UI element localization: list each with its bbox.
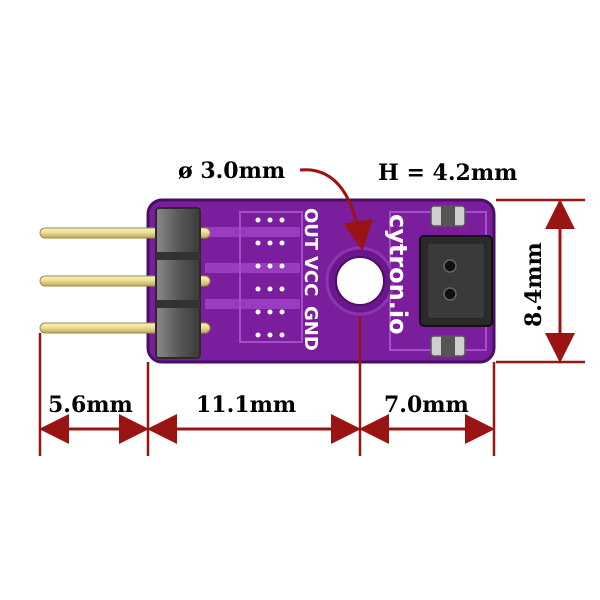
pin-length-label: 5.6mm bbox=[48, 392, 133, 418]
brand-logo-text: cytron.io bbox=[384, 214, 412, 335]
pcb-board bbox=[146, 198, 496, 364]
hole-callout-arrow bbox=[299, 168, 373, 251]
pin-labels: OUT VCC GND bbox=[300, 208, 321, 351]
hole-diameter-label: ø 3.0mm bbox=[178, 158, 285, 184]
sensor-offset-label: 7.0mm bbox=[384, 392, 469, 418]
hole-offset-label: 11.1mm bbox=[196, 392, 296, 418]
sensor-height-label: H = 4.2mm bbox=[378, 160, 517, 186]
detector-lens bbox=[443, 287, 457, 301]
via-grid bbox=[255, 217, 285, 338]
pin-label-vcc: VCC bbox=[300, 256, 321, 296]
pin-header-housing bbox=[155, 207, 201, 359]
pin-label-gnd: GND bbox=[300, 306, 321, 351]
board-height-dimension bbox=[496, 198, 585, 364]
emitter-lens bbox=[443, 259, 457, 273]
reflective-sensor bbox=[419, 205, 493, 357]
mounting-hole bbox=[325, 246, 395, 316]
horizontal-dimension-lines bbox=[38, 316, 496, 456]
board-height-label: 8.4mm bbox=[521, 242, 547, 327]
pin-label-out: OUT bbox=[300, 208, 321, 251]
